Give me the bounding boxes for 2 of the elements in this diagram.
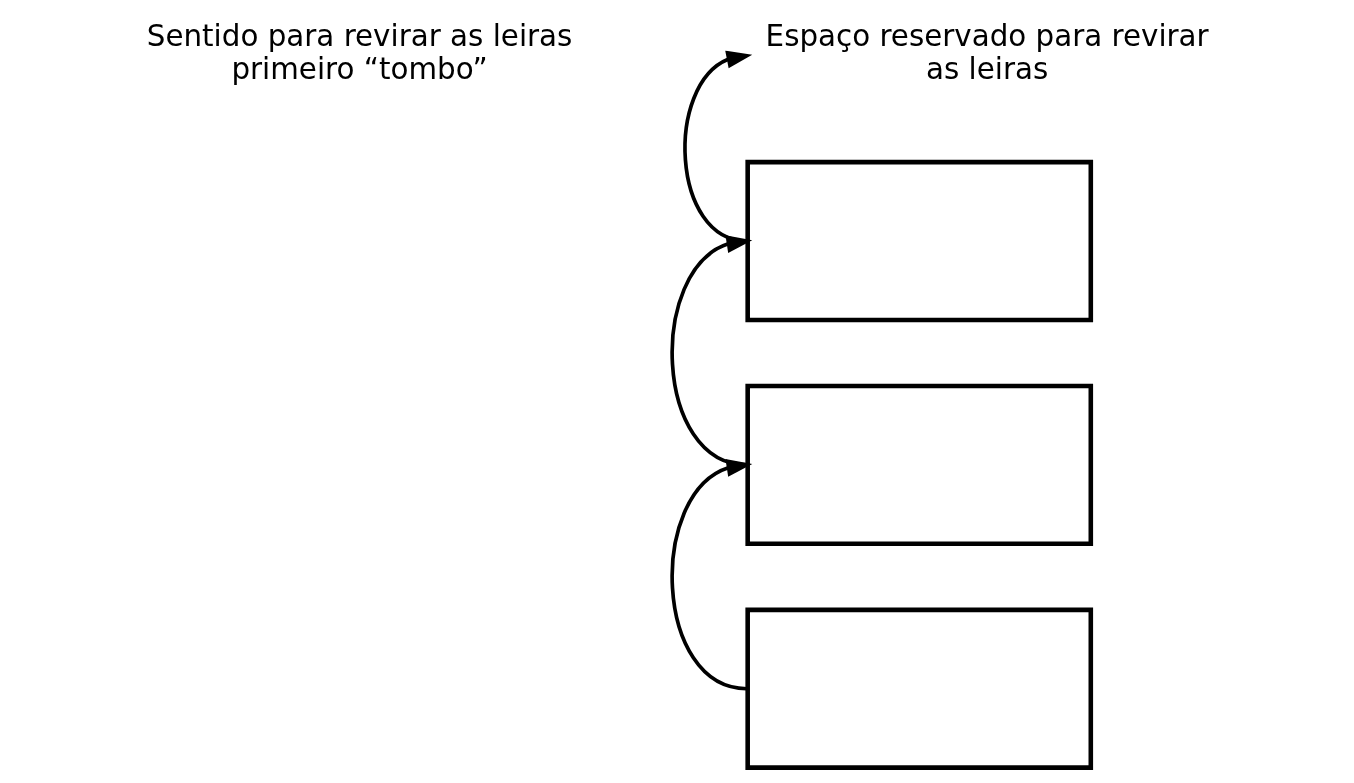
node-text: Espaço reservado para revirar as leiras bbox=[765, 19, 1209, 87]
label: Sentido para revirar as leiras primeiro “tombo” bbox=[146, 19, 572, 87]
